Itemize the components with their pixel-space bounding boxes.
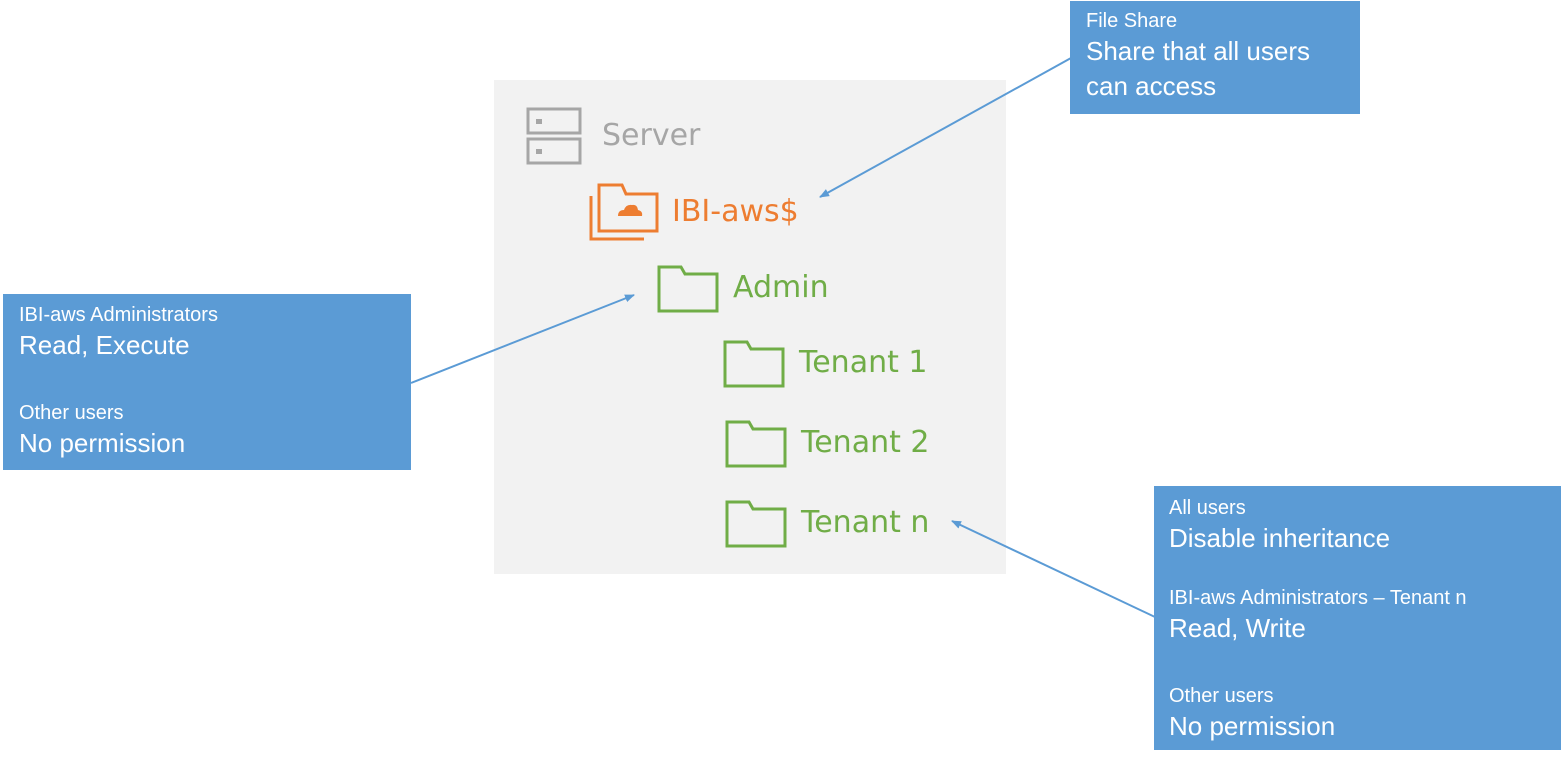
folder-icon xyxy=(657,265,719,313)
tenant-n-folder-label: Tenant n xyxy=(801,505,930,540)
callout-admin-group-2-heading: Other users xyxy=(19,402,124,424)
tree-node-server: Server xyxy=(526,107,700,165)
cloud-folder-share-icon xyxy=(589,183,659,241)
server-icon xyxy=(526,107,582,165)
tree-node-admin: Admin xyxy=(657,263,829,313)
callout-tenant-group-3-value: No permission xyxy=(1169,711,1336,741)
tree-node-tenant-2: Tenant 2 xyxy=(725,418,929,468)
admin-folder-label: Admin xyxy=(733,270,829,305)
callout-file-share-heading: File Share xyxy=(1086,10,1178,32)
callout-tenant-group-2-value: Read, Write xyxy=(1169,613,1306,643)
spacer xyxy=(19,362,395,400)
callout-tenant-group-3-heading: Other users xyxy=(1169,685,1274,707)
spacer xyxy=(1169,645,1546,683)
share-label: IBI-aws$ xyxy=(672,194,799,229)
tree-node-tenant-n: Tenant n xyxy=(725,498,929,548)
callout-admin-group-1-heading: IBI-aws Administrators xyxy=(19,304,218,326)
tree-node-share: IBI-aws$ xyxy=(588,182,799,242)
callout-tenant-group-2-heading: IBI-aws Administrators – Tenant n xyxy=(1169,587,1467,609)
callout-file-share: File Share Share that all users can acce… xyxy=(1070,1,1360,114)
callout-file-share-value: Share that all users can access xyxy=(1086,36,1311,101)
callout-tenant-group-1-heading: All users xyxy=(1169,497,1246,519)
folder-icon xyxy=(725,420,787,468)
tenant-1-folder-label: Tenant 1 xyxy=(799,345,928,380)
callout-tenant-permissions: All users Disable inheritance IBI-aws Ad… xyxy=(1154,486,1561,750)
spacer xyxy=(1169,555,1546,585)
callout-admin-group-1-value: Read, Execute xyxy=(19,330,190,360)
callout-admin-group-2-value: No permission xyxy=(19,428,186,458)
folder-icon xyxy=(723,340,785,388)
server-label: Server xyxy=(602,118,701,153)
tree-node-tenant-1: Tenant 1 xyxy=(723,338,927,388)
callout-tenant-group-1-value: Disable inheritance xyxy=(1169,523,1391,553)
folder-icon xyxy=(725,500,787,548)
tenant-2-folder-label: Tenant 2 xyxy=(801,425,930,460)
callout-admin-permissions: IBI-aws Administrators Read, Execute Oth… xyxy=(3,294,411,470)
